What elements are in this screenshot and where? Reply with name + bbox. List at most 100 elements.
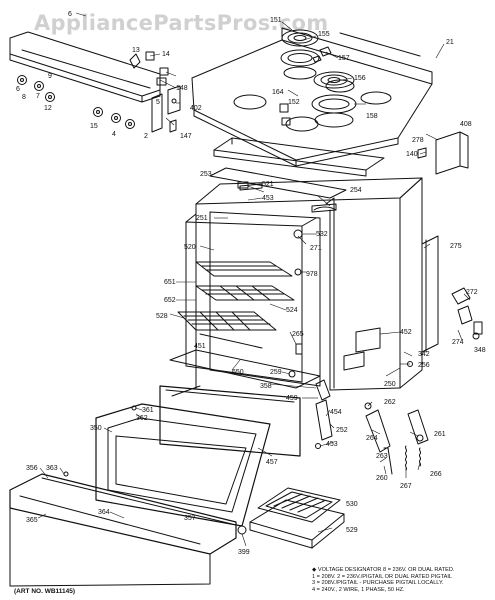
- callout-356: 356: [26, 465, 38, 472]
- callout-252: 252: [336, 427, 348, 434]
- callout-408: 408: [460, 121, 472, 128]
- callout-528: 528: [156, 313, 168, 320]
- control-panel: [9, 31, 181, 133]
- callout-14: 14: [162, 51, 170, 58]
- callout-278: 278: [412, 137, 424, 144]
- callout-21: 21: [446, 39, 454, 46]
- callout-250: 250: [384, 381, 396, 388]
- callout-651: 651: [164, 279, 176, 286]
- part-348: [472, 332, 480, 340]
- oven-door: [95, 403, 271, 527]
- callout-251: 251: [196, 215, 208, 222]
- door-outer-panel: [9, 473, 237, 587]
- callout-364: 364: [98, 509, 110, 516]
- callout-348: 348: [474, 347, 486, 354]
- callout-457: 457: [266, 459, 278, 466]
- callout-266: 266: [430, 471, 442, 478]
- voltage-designator-note: ◆ VOLTAGE DESIGNATOR 8 = 236V. OR DUAL R…: [312, 567, 492, 593]
- art-number: (ART NO. WB11145): [14, 588, 76, 595]
- callout-650: 650: [232, 369, 244, 376]
- callout-272: 272: [466, 289, 478, 296]
- callout-350: 350: [90, 425, 102, 432]
- note-line-2: 1 = 208V. 2 = 236V./PIGTAIL OR DUAL RATE…: [312, 573, 453, 580]
- callout-453: 453: [262, 195, 274, 202]
- callout-15: 15: [90, 123, 98, 130]
- surface-unit-large-front: [311, 71, 357, 128]
- callout-265: 265: [292, 331, 304, 338]
- note-line-3: 3 = 208V./PIGTAIL - PURCHASE PIGTAIL LOC…: [312, 580, 444, 587]
- part-254: [313, 206, 337, 211]
- callout-365: 365: [26, 517, 38, 524]
- part-453b: [315, 443, 321, 449]
- callout-152: 152: [288, 99, 300, 106]
- callout-520: 520: [184, 244, 196, 251]
- callout-459: 459: [286, 395, 298, 402]
- right-bracket: [417, 131, 469, 175]
- callout-147: 147: [180, 133, 192, 140]
- callout-362: 362: [136, 415, 148, 422]
- callout-254: 254: [350, 187, 362, 194]
- callout-156: 156: [354, 75, 366, 82]
- oven-cabinet: [185, 177, 439, 391]
- callout-155: 155: [318, 31, 330, 38]
- callout-5: 5: [156, 99, 160, 106]
- callout-253: 253: [200, 171, 212, 178]
- callout-452: 452: [400, 329, 412, 336]
- callout-259: 259: [270, 369, 282, 376]
- callout-453b: 453: [326, 441, 338, 448]
- callout-264: 264: [366, 435, 378, 442]
- callout-2: 2: [144, 133, 148, 140]
- callout-8: 8: [22, 94, 26, 101]
- callout-13: 13: [132, 47, 140, 54]
- inner-door-frame: [159, 349, 321, 457]
- callout-158: 158: [366, 113, 378, 120]
- callout-451: 451: [194, 343, 206, 350]
- note-line-4: 4 = 240V., 2 WIRE, 1 PHASE, 50 HZ.: [312, 586, 405, 593]
- callout-521: 521: [262, 181, 274, 188]
- surface-unit-large-rear: [280, 29, 320, 80]
- part-265: [295, 343, 303, 355]
- callout-7: 7: [36, 93, 40, 100]
- callout-140: 140: [406, 151, 418, 158]
- callout-labels: 6 6 7 8 9 12 13 14 15 4 2 5 148 402 147 …: [16, 11, 486, 556]
- part-532: [293, 229, 303, 239]
- callout-529: 529: [346, 527, 358, 534]
- cooktop: [191, 27, 433, 167]
- callout-9: 9: [48, 73, 52, 80]
- callout-261: 261: [434, 431, 446, 438]
- part-358: [315, 379, 331, 401]
- part-454: [315, 399, 333, 441]
- part-399: [237, 525, 247, 535]
- callout-361: 361: [142, 407, 154, 414]
- part-521: [237, 181, 249, 189]
- callout-357: 357: [184, 515, 196, 522]
- callout-530: 530: [346, 501, 358, 508]
- callout-275: 275: [450, 243, 462, 250]
- callout-151: 151: [270, 17, 282, 24]
- watermark-text: AppliancePartsPros.com: [34, 11, 328, 35]
- callout-6b: 6: [16, 86, 20, 93]
- broiler-pan: [249, 487, 345, 549]
- callout-524: 524: [286, 307, 298, 314]
- callout-12: 12: [44, 105, 52, 112]
- callout-4: 4: [112, 131, 116, 138]
- callout-157: 157: [338, 55, 350, 62]
- control-knobs: [17, 75, 135, 129]
- callout-164: 164: [272, 89, 284, 96]
- callout-358: 358: [260, 383, 272, 390]
- callout-256: 256: [418, 362, 430, 369]
- part-363: [63, 471, 69, 477]
- callout-267: 267: [400, 483, 412, 490]
- callout-532: 532: [316, 231, 328, 238]
- callout-652: 652: [164, 297, 176, 304]
- callout-148: 148: [176, 85, 188, 92]
- callout-454: 454: [330, 409, 342, 416]
- oven-racks: [177, 261, 295, 349]
- callout-6: 6: [68, 11, 72, 18]
- callout-262: 262: [384, 399, 396, 406]
- callout-342: 342: [418, 351, 430, 358]
- callout-363: 363: [46, 465, 58, 472]
- callout-260: 260: [376, 475, 388, 482]
- callout-978: 978: [306, 271, 318, 278]
